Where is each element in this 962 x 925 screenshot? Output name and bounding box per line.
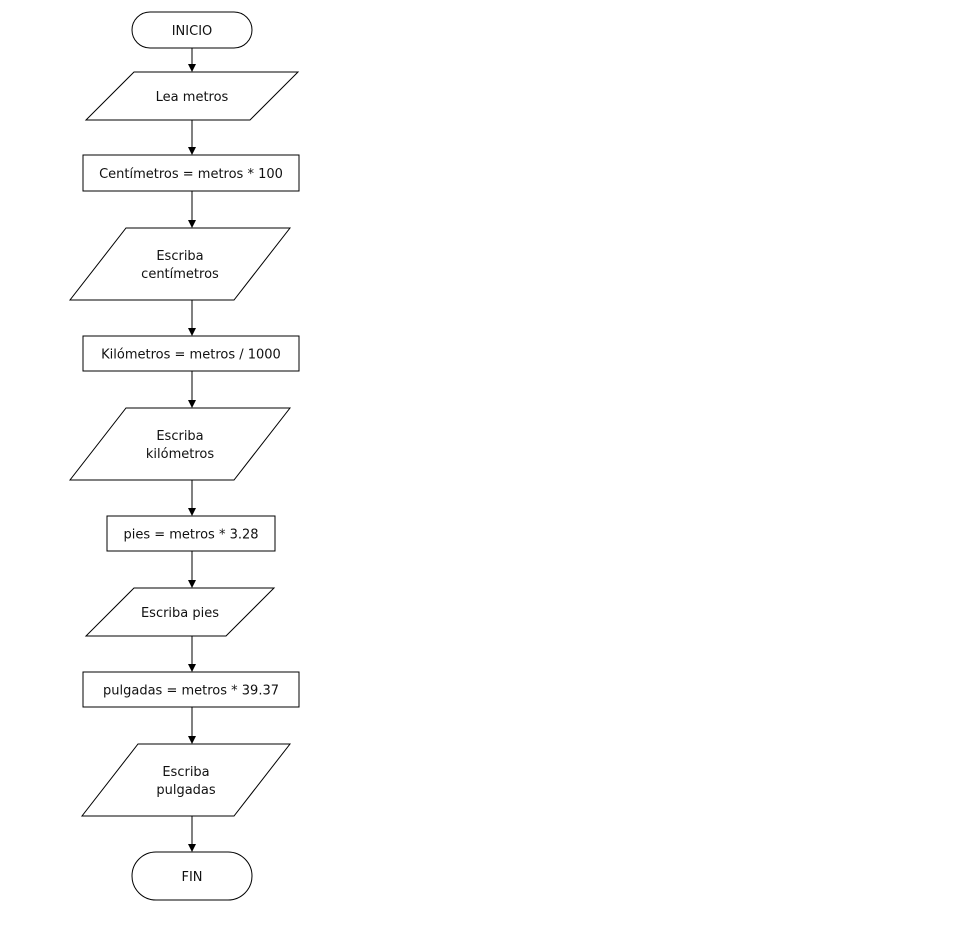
io-parallelogram (80, 743, 292, 817)
process-box (106, 515, 276, 552)
io-parallelogram (68, 227, 292, 301)
arrowhead-calc-inches-to-write-inches (188, 736, 196, 744)
process-box (82, 671, 300, 708)
process-box (82, 335, 300, 372)
arrowhead-calc-feet-to-write-feet (188, 580, 196, 588)
node-label: Lea metros (156, 90, 229, 105)
io-parallelogram (68, 407, 292, 481)
node-write-inches: Escriba pulgadas (80, 743, 292, 817)
node-label: INICIO (172, 24, 213, 39)
node-write-centimeters: Escriba centímetros (68, 227, 292, 301)
arrowhead-write-inches-to-end (188, 844, 196, 852)
node-write-kilometers: Escriba kilómetros (68, 407, 292, 481)
node-label: pies = metros * 3.28 (123, 528, 258, 543)
node-read-meters: Lea metros (84, 71, 300, 121)
node-calc-kilometers: Kilómetros = metros / 1000 (82, 335, 300, 372)
process-box (82, 154, 300, 192)
arrowhead-start-to-read-meters (188, 64, 196, 72)
io-parallelogram (84, 587, 276, 637)
node-label: FIN (181, 870, 202, 885)
arrowhead-calc-centimeters-to-write-centimeters (188, 220, 196, 228)
node-label: pulgadas = metros * 39.37 (103, 684, 279, 699)
arrowhead-write-kilometers-to-calc-feet (188, 508, 196, 516)
terminator-shape (131, 11, 253, 49)
node-end: FIN (131, 851, 253, 901)
node-label: pulgadas (156, 783, 216, 798)
arrowhead-calc-kilometers-to-write-kilometers (188, 400, 196, 408)
node-label: Escriba (162, 765, 209, 780)
node-label: Escriba pies (141, 606, 219, 621)
node-label: kilómetros (146, 447, 214, 462)
node-write-feet: Escriba pies (84, 587, 276, 637)
io-parallelogram (84, 71, 300, 121)
node-start: INICIO (131, 11, 253, 49)
node-calc-centimeters: Centímetros = metros * 100 (82, 154, 300, 192)
node-label: Escriba (156, 429, 203, 444)
arrowhead-write-feet-to-calc-inches (188, 664, 196, 672)
arrowhead-write-centimeters-to-calc-kilometers (188, 328, 196, 336)
arrowhead-read-meters-to-calc-centimeters (188, 147, 196, 155)
terminator-shape (131, 851, 253, 901)
node-label: centímetros (141, 267, 219, 282)
node-calc-inches: pulgadas = metros * 39.37 (82, 671, 300, 708)
node-calc-feet: pies = metros * 3.28 (106, 515, 276, 552)
node-label: Centímetros = metros * 100 (99, 167, 283, 182)
node-label: Escriba (156, 249, 203, 264)
node-label: Kilómetros = metros / 1000 (101, 348, 281, 363)
